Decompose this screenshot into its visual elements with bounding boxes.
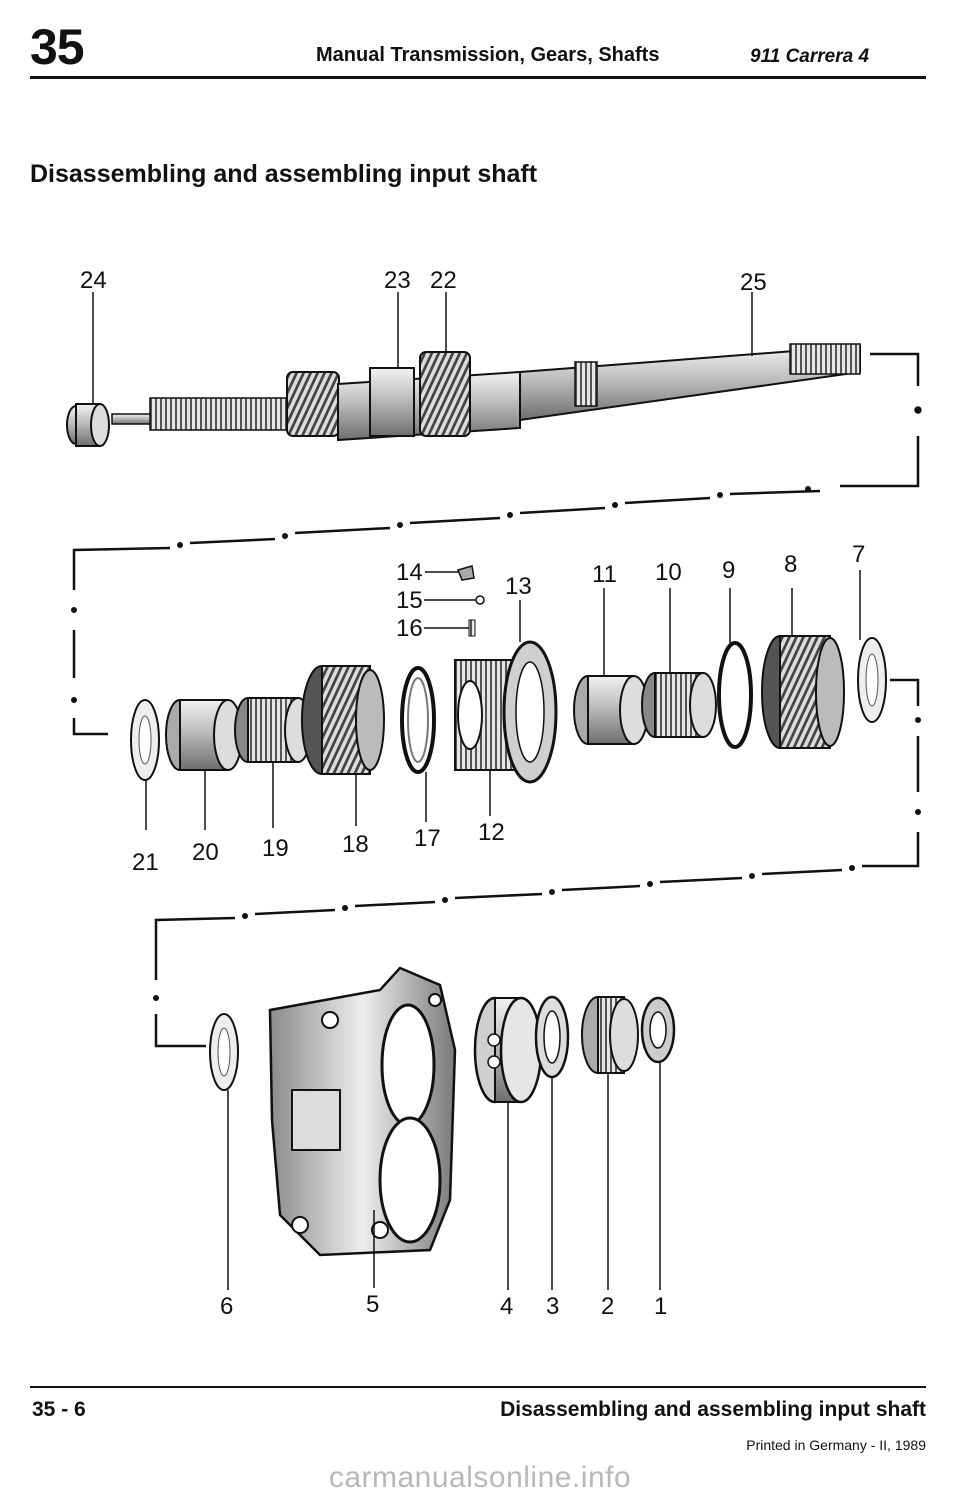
input-shaft (66, 343, 861, 447)
leaders-row2 (145, 570, 861, 830)
callout-19: 19 (262, 835, 289, 862)
leaders-row1 (92, 292, 753, 404)
callout-5: 5 (366, 1291, 379, 1318)
leaders-row3 (227, 1062, 661, 1290)
callout-6: 6 (220, 1293, 233, 1320)
callout-25: 25 (740, 269, 767, 296)
callout-4: 4 (500, 1293, 513, 1320)
footer-rule (30, 1386, 926, 1388)
callout-15: 15 (396, 587, 423, 614)
callout-22: 22 (430, 267, 457, 294)
callout-16: 16 (396, 615, 423, 642)
callout-8: 8 (784, 551, 797, 578)
callout-7: 7 (852, 541, 865, 568)
connector-2 (154, 678, 920, 1048)
header-title: Manual Transmission, Gears, Shafts (316, 44, 660, 66)
header-rule (30, 76, 926, 79)
callout-9: 9 (722, 557, 735, 584)
watermark: carmanualsonline.info (328, 1461, 632, 1494)
footer-title: Disassembling and assembling input shaft (500, 1398, 926, 1421)
connector-1 (72, 352, 922, 736)
callout-21: 21 (132, 849, 159, 876)
row2-parts (130, 565, 887, 784)
footer-printed: Printed in Germany - II, 1989 (746, 1437, 926, 1453)
callouts: 24 23 22 25 14 15 16 13 11 10 9 8 7 21 2… (80, 267, 865, 1320)
page-heading: Disassembling and assembling input shaft (30, 160, 538, 188)
callout-24: 24 (80, 267, 107, 294)
callout-1: 1 (654, 1293, 667, 1320)
row3-parts (209, 966, 676, 1257)
callout-2: 2 (601, 1293, 614, 1320)
footer-page-number: 35 - 6 (32, 1398, 86, 1421)
callout-17: 17 (414, 825, 441, 852)
callout-11: 11 (592, 561, 617, 588)
callout-20: 20 (192, 839, 219, 866)
callout-3: 3 (546, 1293, 559, 1320)
callout-13: 13 (505, 573, 532, 600)
callout-23: 23 (384, 267, 411, 294)
callout-12: 12 (478, 819, 505, 846)
callout-14: 14 (396, 559, 423, 586)
header-model: 911 Carrera 4 (750, 46, 870, 67)
callout-10: 10 (655, 559, 682, 586)
section-number: 35 (30, 19, 85, 75)
callout-18: 18 (342, 831, 369, 858)
